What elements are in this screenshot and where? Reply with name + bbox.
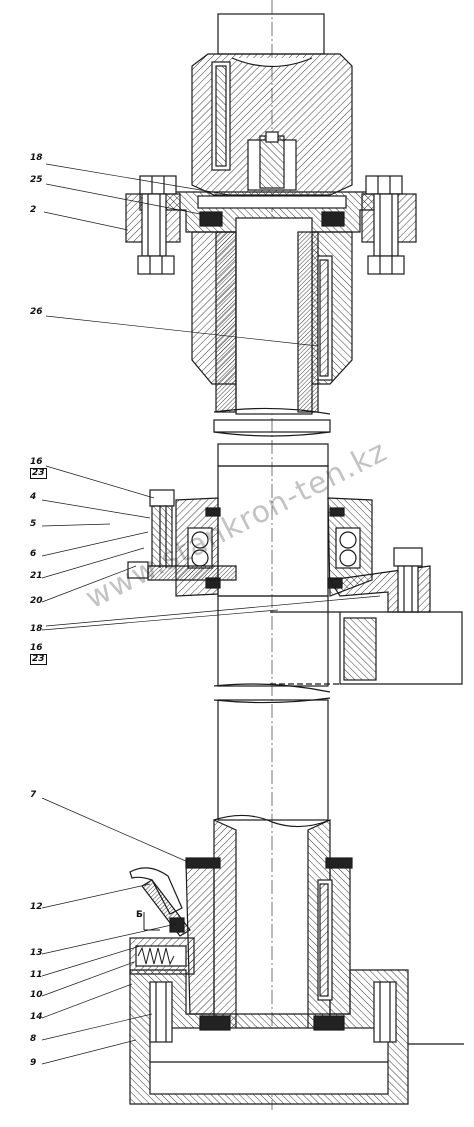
part-label-21: 21 — [30, 571, 43, 581]
part-label-26: 26 — [30, 307, 43, 317]
part-label-2: 2 — [30, 205, 37, 215]
part-label-14: 14 — [30, 1012, 43, 1022]
section-mark-label: Б — [136, 910, 143, 920]
part-label-6: 6 — [30, 549, 37, 559]
part-label-23-mid: 23 — [30, 654, 47, 665]
part-label-7: 7 — [30, 790, 37, 800]
part-label-4: 4 — [30, 492, 37, 502]
part-label-20: 20 — [30, 596, 43, 606]
part-label-16-top: 16 — [30, 457, 43, 467]
part-label-10: 10 — [30, 990, 43, 1000]
part-label-16-mid: 16 — [30, 643, 43, 653]
part-label-11: 11 — [30, 970, 43, 980]
drawing-lines — [41, 0, 464, 1110]
part-label-25: 25 — [30, 175, 43, 185]
part-label-12: 12 — [30, 902, 43, 912]
part-label-23-top: 23 — [30, 468, 47, 479]
part-label-18-mid: 18 — [30, 624, 43, 634]
part-label-18-top: 18 — [30, 153, 43, 163]
part-label-5: 5 — [30, 519, 37, 529]
part-label-9: 9 — [30, 1058, 37, 1068]
part-label-8: 8 — [30, 1034, 37, 1044]
part-label-13: 13 — [30, 948, 43, 958]
